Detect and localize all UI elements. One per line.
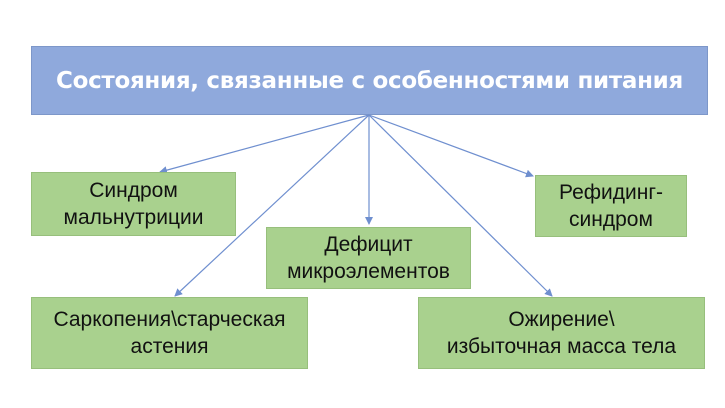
node-obesity: Ожирение\ избыточная масса тела — [418, 297, 705, 369]
diagram-title: Состояния, связанные с особенностями пит… — [56, 67, 683, 94]
node-micronutrient-deficit-label: Дефицит микроэлементов — [287, 233, 450, 283]
node-sarcopenia: Саркопения\старческая астения — [31, 297, 308, 369]
arrow-to-malnutrition — [159, 114, 370, 175]
node-refeeding-label: Рефидинг- синдром — [558, 181, 663, 231]
node-micronutrient-deficit: Дефицит микроэлементов — [266, 227, 471, 289]
arrow-to-refeeding — [368, 114, 534, 178]
node-malnutrition-label: Синдром мальнутриции — [63, 179, 204, 229]
node-refeeding: Рефидинг- синдром — [535, 175, 687, 237]
node-malnutrition: Синдром мальнутриции — [31, 172, 236, 236]
arrow-to-obesity — [368, 114, 553, 297]
diagram-title-box: Состояния, связанные с особенностями пит… — [31, 46, 708, 115]
node-obesity-label: Ожирение\ избыточная масса тела — [446, 308, 677, 358]
node-sarcopenia-label: Саркопения\старческая астения — [53, 308, 286, 358]
arrow-to-sarcopenia — [174, 114, 370, 297]
